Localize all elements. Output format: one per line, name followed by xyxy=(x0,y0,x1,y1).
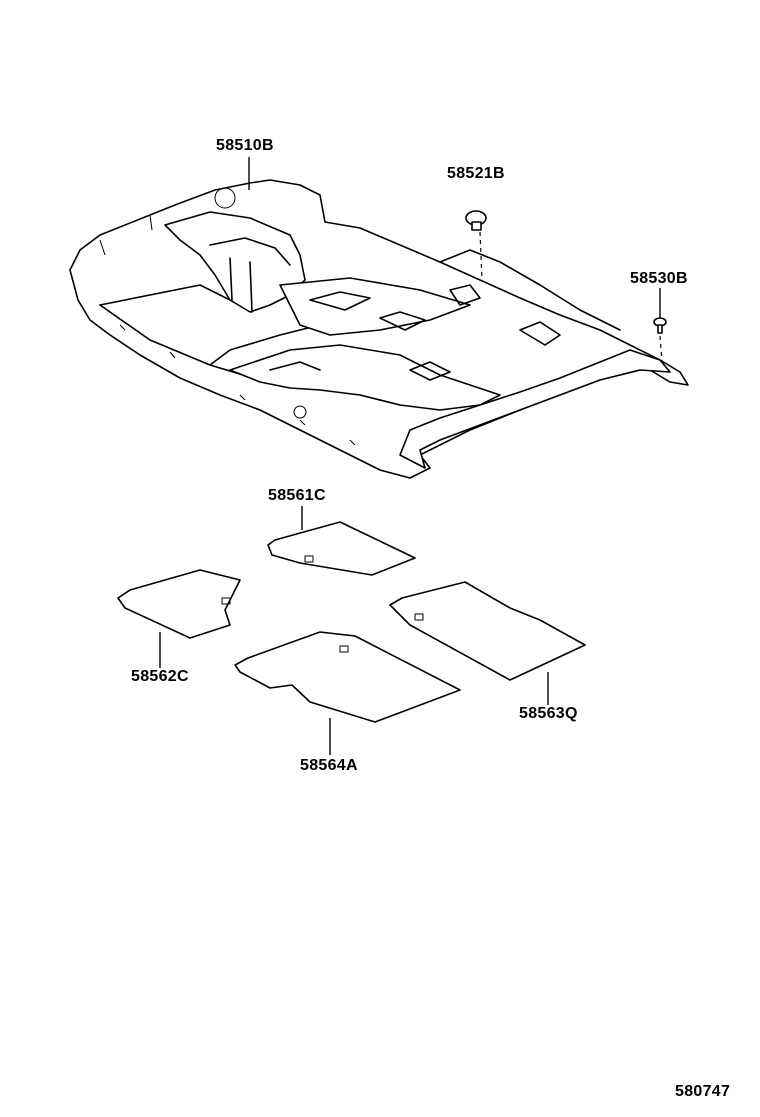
label-58564A: 58564A xyxy=(300,757,358,774)
label-58510B: 58510B xyxy=(216,137,274,154)
label-58563Q: 58563Q xyxy=(519,705,578,722)
label-58530B: 58530B xyxy=(630,270,688,287)
mat-front-left-drawing xyxy=(117,569,241,639)
label-58521B: 58521B xyxy=(447,165,505,182)
screw-drawing xyxy=(653,317,667,363)
mat-rear-right-drawing xyxy=(389,581,586,681)
floor-carpet-drawing xyxy=(69,179,689,479)
clip-drawing xyxy=(465,210,487,281)
mat-front-right-drawing xyxy=(267,521,416,576)
label-58561C: 58561C xyxy=(268,487,326,504)
mat-rear-left-drawing xyxy=(234,631,461,723)
label-58562C: 58562C xyxy=(131,668,189,685)
diagram-code: 580747 xyxy=(675,1083,731,1100)
